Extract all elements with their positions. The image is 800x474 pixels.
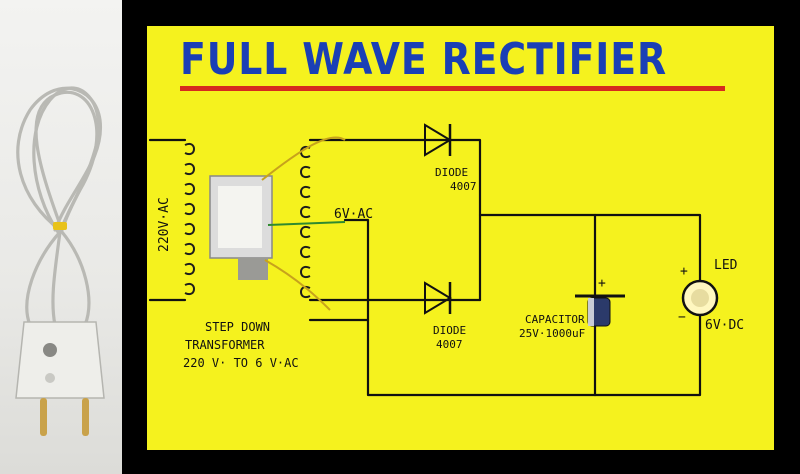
capacitor-rating-label: 25V·1000uF (519, 327, 586, 340)
capacitor-component (575, 294, 625, 327)
plug-body (15, 321, 105, 399)
power-cord-with-plug (15, 86, 105, 436)
secondary-coil (300, 145, 311, 299)
capacitor-name-label: CAPACITOR (525, 313, 585, 326)
capacitor-plus-sign: + (598, 276, 606, 291)
input-voltage-label: 220V·AC (157, 197, 172, 252)
transformer-line2-label: TRANSFORMER (185, 338, 265, 352)
plug-pin-right (82, 398, 89, 436)
led-component (681, 279, 719, 317)
diode-bottom-name-label: DIODE (433, 324, 467, 337)
title-underline (180, 86, 725, 91)
led-minus-sign: − (678, 310, 686, 325)
diode-bottom-part-label: 4007 (436, 338, 463, 351)
diode-top-part-label: 4007 (450, 180, 477, 193)
transformer-line3-label: 220 V· TO 6 V·AC (183, 356, 299, 370)
diode-top (424, 123, 452, 157)
diode-bottom (424, 281, 452, 315)
transformer-component (209, 136, 346, 311)
primary-coil (184, 142, 195, 296)
secondary-voltage-label: 6V·AC (334, 207, 374, 222)
page-title: FULL WAVE RECTIFIER (180, 34, 667, 85)
cord-tie (53, 222, 67, 230)
plug-pin-left (40, 398, 47, 436)
led-plus-sign: + (680, 264, 688, 279)
led-name-label: LED (714, 258, 738, 273)
diode-top-name-label: DIODE (435, 166, 469, 179)
led-voltage-label: 6V·DC (705, 318, 745, 333)
transformer-line1-label: STEP DOWN (205, 320, 271, 334)
